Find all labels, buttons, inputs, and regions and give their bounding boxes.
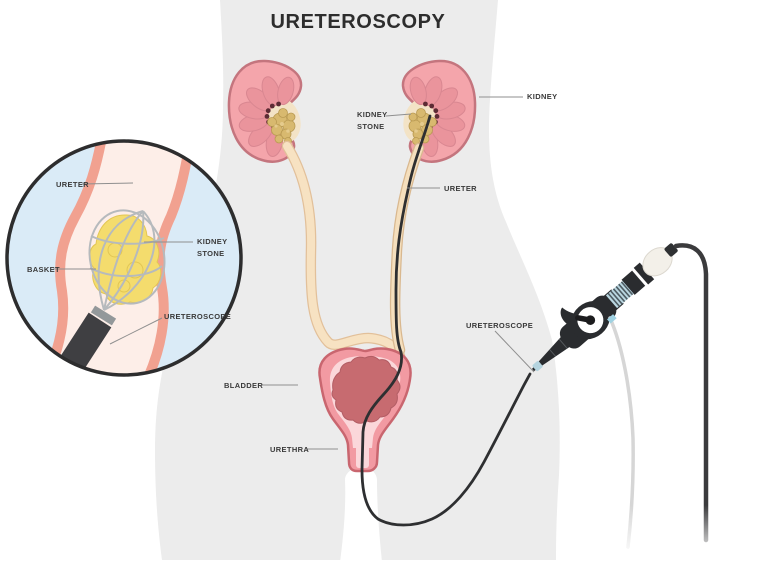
right-kidney (396, 59, 477, 163)
power-cable (673, 243, 709, 543)
label-kidney-stone: KIDNEY STONE (357, 110, 388, 131)
scope-wire (360, 114, 532, 527)
page-title: URETEROSCOPY (270, 11, 446, 33)
label-bladder: BLADDER (224, 381, 264, 390)
bladder-interior (331, 355, 401, 424)
inset-label-kidney-stone: KIDNEY STONE (197, 237, 228, 258)
label-kidney: KIDNEY (527, 92, 558, 101)
label-ureteroscope: URETEROSCOPE (466, 321, 534, 330)
inset-label-basket: BASKET (27, 265, 60, 274)
scope-lever (560, 307, 579, 325)
inset-label-ureter: URETER (56, 180, 89, 189)
inset-basket (88, 209, 166, 311)
ureteroscope-device (532, 243, 757, 560)
left-kidney (227, 59, 308, 163)
inset-label-ureteroscope: URETEROSCOPE (164, 312, 232, 321)
label-ureter: URETER (444, 184, 477, 193)
cable-marker (607, 314, 617, 324)
inset-scope (44, 312, 112, 375)
left-ureter (281, 140, 406, 362)
label-urethra: URETHRA (270, 445, 310, 454)
inset-scope-tip (90, 305, 117, 326)
bladder (318, 347, 412, 473)
leader-lines (53, 96, 535, 450)
inset-circle (5, 139, 243, 377)
leg-gap (340, 467, 382, 562)
